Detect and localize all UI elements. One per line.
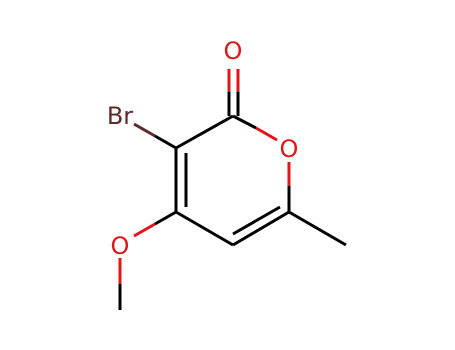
bond-c5-c4 — [175, 210, 234, 247]
bond-c3-br-colored — [133, 122, 156, 138]
bond-c6-c5-inner — [232, 205, 281, 236]
atom-label-methoxy-o: O — [111, 232, 130, 260]
bond-c2-o1 — [232, 114, 257, 130]
bond-c4-o-methoxy-red — [133, 222, 156, 238]
bond-c2-o1-red — [255, 126, 278, 142]
atom-label-ring-o: O — [280, 135, 299, 163]
bond-c3-br — [154, 134, 177, 150]
bond-c4-o-methoxy — [154, 210, 177, 226]
bond-c6-methyl — [288, 210, 347, 247]
bond-c3-c2 — [175, 114, 234, 150]
bond-c6-c5 — [232, 210, 290, 247]
atom-label-carbonyl-o: O — [224, 37, 243, 65]
atom-label-br: Br — [107, 102, 133, 130]
